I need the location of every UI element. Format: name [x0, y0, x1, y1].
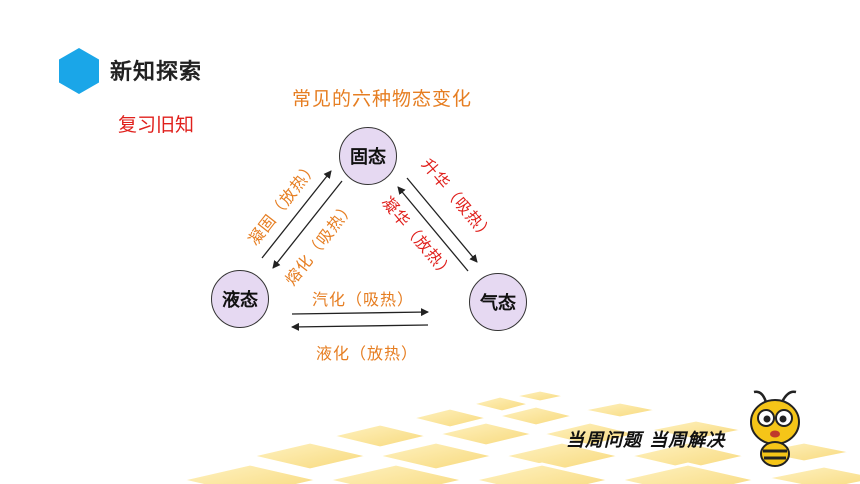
subtitle: 复习旧知 [118, 114, 195, 136]
node-solid: 固态 [339, 127, 397, 185]
label-liquefaction: 液化（放热） [316, 344, 419, 363]
diagram-title: 常见的六种物态变化 [292, 88, 473, 110]
bee-mascot-icon [750, 390, 800, 467]
slogan: 当周问题 当周解决 [566, 430, 726, 451]
section-title: 新知探索 [110, 60, 203, 85]
hexagon-icon [59, 48, 99, 94]
node-gas: 气态 [469, 273, 527, 331]
node-liquid: 液态 [211, 270, 269, 328]
label-vaporization: 汽化（吸热） [312, 290, 415, 309]
